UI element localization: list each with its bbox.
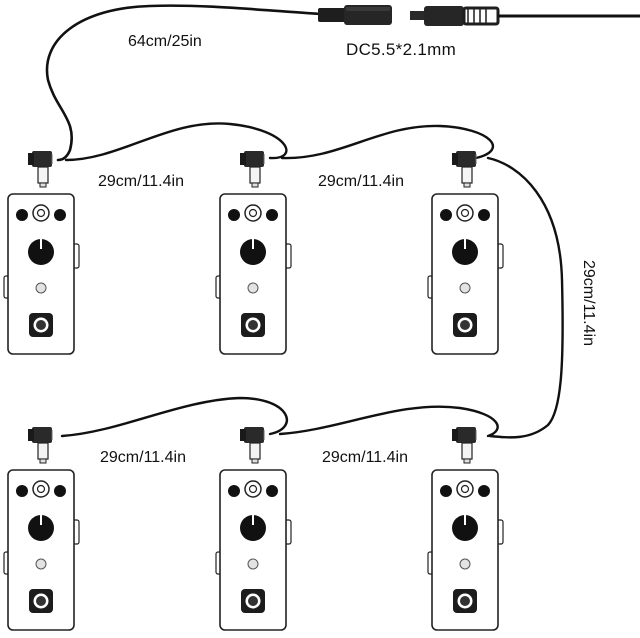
led [247, 282, 259, 294]
pedal-5 [215, 469, 292, 631]
right-angle-plug-3 [451, 150, 477, 188]
link-1-2-label: 29cm/11.4in [98, 173, 184, 190]
dc-male-connector [410, 6, 640, 26]
screw-right [54, 209, 66, 221]
pedal-body [219, 469, 287, 631]
link-3-6-label: 29cm/11.4in [580, 260, 597, 346]
link-2-3-label: 29cm/11.4in [318, 173, 404, 190]
led [35, 282, 47, 294]
screw-left [440, 209, 452, 221]
led [247, 558, 259, 570]
link-4-5-label: 29cm/11.4in [100, 449, 186, 466]
connector-spec-label: DC5.5*2.1mm [346, 40, 456, 59]
screw-left [16, 485, 28, 497]
screw-right [54, 485, 66, 497]
right-angle-plug-5 [239, 426, 265, 464]
knob [240, 239, 266, 265]
main-power-cable [45, 4, 322, 162]
pedal-body [219, 193, 287, 355]
screw-left [228, 209, 240, 221]
link-5-6-label: 29cm/11.4in [322, 449, 408, 466]
screw-left [440, 485, 452, 497]
screw-left [16, 209, 28, 221]
knob [28, 239, 54, 265]
led [35, 558, 47, 570]
pedal-6 [427, 469, 504, 631]
pedal-body [431, 193, 499, 355]
screw-right [266, 209, 278, 221]
led [459, 282, 471, 294]
screw-right [266, 485, 278, 497]
dc-female-connector [318, 5, 392, 25]
right-angle-plug-6 [451, 426, 477, 464]
pedal-body [7, 469, 75, 631]
right-angle-plug-4 [27, 426, 53, 464]
pedal-3 [427, 193, 504, 355]
pedal-4 [3, 469, 80, 631]
led [459, 558, 471, 570]
knob [240, 515, 266, 541]
knob [452, 515, 478, 541]
pedal-2 [215, 193, 292, 355]
pedals [3, 193, 504, 631]
knob [28, 515, 54, 541]
daisy-chain-cables [60, 122, 564, 439]
screw-left [228, 485, 240, 497]
main-cable-length-label: 64cm/25in [128, 33, 202, 50]
right-angle-plug-1 [27, 150, 53, 188]
pedal-1 [3, 193, 80, 355]
pedal-body [431, 469, 499, 631]
right-angle-plug-2 [239, 150, 265, 188]
pedal-body [7, 193, 75, 355]
screw-right [478, 209, 490, 221]
screw-right [478, 485, 490, 497]
knob [452, 239, 478, 265]
